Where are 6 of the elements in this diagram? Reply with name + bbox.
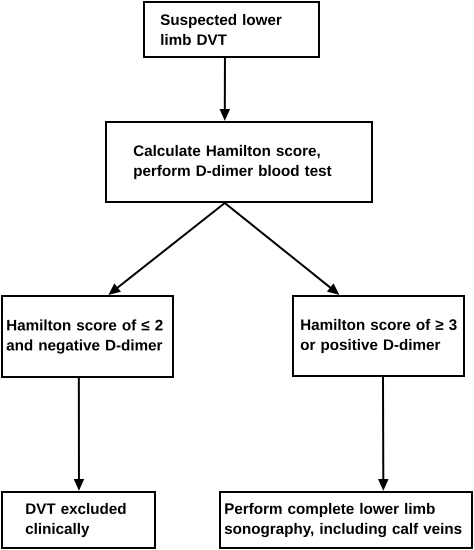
- process-box: Hamilton score of ≥ 3 or positive D-dimer: [292, 295, 465, 377]
- process-box: Hamilton score of ≤ 2 and negative D-dimer: [1, 295, 174, 378]
- process-box: Perform complete lower limb sonography, including calf veins: [219, 491, 473, 549]
- process-box: DVT excluded clinically: [1, 491, 156, 549]
- process-box: Calculate Hamilton score, perform D-dimer blood test: [105, 121, 373, 203]
- process-box: Suspected lower limb DVT: [143, 1, 320, 58]
